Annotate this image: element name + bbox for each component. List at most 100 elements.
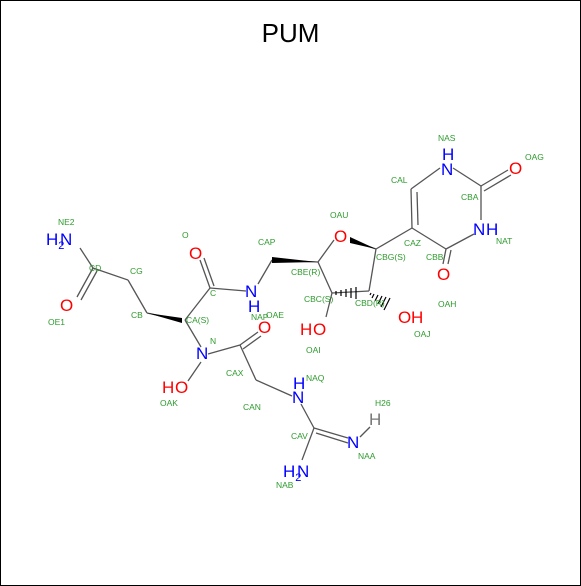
- bond-CD-OE1-double: [80, 270, 98, 301]
- atom-N: N: [196, 344, 208, 363]
- label-CBE: CBE(R): [291, 267, 320, 277]
- label-CBD: CBD(R): [355, 298, 385, 308]
- label-CAV: CAV: [291, 431, 308, 441]
- bond-NAT-CBB: [445, 233, 475, 250]
- bond-NAS-CBA: [452, 167, 482, 187]
- label-CBC: CBC(S): [304, 294, 333, 304]
- atom-NAT: N: [473, 220, 485, 239]
- hash-bond-CBD-OAJ: [369, 292, 391, 311]
- label-CBA: CBA: [461, 192, 479, 202]
- atom-NAP-hydrogen: H: [248, 297, 260, 316]
- atom-NAB-hydrogens: H2: [283, 462, 301, 484]
- label-OAI: OAI: [306, 345, 321, 355]
- bond-NAP-CAP: [257, 259, 273, 285]
- label-OE1: OE1: [48, 317, 65, 327]
- atom-labels-layer: NE2 CD CG OE1 O C CB CA(S) NAP N OAE CAX…: [48, 133, 544, 490]
- bond-CAV-NAB: [301, 427, 315, 461]
- label-N: N: [210, 336, 216, 346]
- bond-C-NAP: [209, 287, 247, 292]
- atom-OAI: O: [313, 320, 326, 339]
- bond-CBB-OAH-double: [447, 249, 452, 265]
- bond-CD-OE1: [76, 267, 94, 298]
- label-CAP: CAP: [258, 237, 276, 247]
- hash-bond-CBC-CBD: [335, 287, 357, 299]
- atom-OAK-hydrogen: H: [162, 378, 174, 397]
- bond-NAA-H26: [359, 426, 371, 438]
- atom-NAQ-hydrogen: H: [293, 374, 305, 393]
- label-CB: CB: [131, 310, 143, 320]
- bond-CA-N: [184, 319, 202, 348]
- label-OAK: OAK: [160, 398, 178, 408]
- bond-CBC-CBE: [317, 261, 333, 294]
- label-OAJ: OAJ: [414, 329, 431, 339]
- atom-NAT-hydrogen: H: [486, 220, 498, 239]
- bond-CA-C: [184, 287, 211, 321]
- label-C: C: [210, 288, 216, 298]
- atom-OE1: O: [60, 296, 73, 315]
- bond-CAZ-CAL: [410, 188, 413, 229]
- bond-CBB-OAH: [442, 248, 447, 265]
- label-CAX: CAX: [226, 368, 244, 378]
- label-NAP: NAP: [251, 312, 269, 322]
- label-OAE: OAE: [266, 310, 284, 320]
- wedge-bond-CBG-OAU: [350, 237, 376, 249]
- bond-CAX-OAE: [239, 331, 259, 346]
- label-CBG: CBG(S): [376, 252, 406, 262]
- molecule-title: PUM: [261, 18, 320, 48]
- atom-NAB: N: [297, 462, 309, 481]
- stereo-bonds-layer: [147, 237, 391, 323]
- bond-CAN-NAQ: [255, 379, 293, 397]
- bond-CBG-CAZ: [375, 227, 413, 250]
- label-NAQ: NAQ: [306, 373, 325, 383]
- bond-CG-CB: [127, 279, 148, 314]
- bond-CBA-OAG: [480, 169, 509, 187]
- label-NAB: NAB: [276, 480, 294, 490]
- wedge-bond-CA-CB: [147, 313, 182, 323]
- bond-CAV-NAA-double: [315, 432, 349, 444]
- hydrogen-count-subscript: 2: [58, 240, 64, 252]
- element-symbols-layer: N H2 O O N H N O H O O O H O H N H O N H…: [46, 145, 522, 484]
- label-CAZ: CAZ: [404, 238, 421, 248]
- label-NAA: NAA: [358, 451, 376, 461]
- bond-CD-CG: [92, 267, 129, 281]
- label-NE2: NE2: [58, 217, 75, 227]
- label-CA: CA(S): [186, 315, 209, 325]
- bond-CAZ-CAL-double: [416, 191, 419, 226]
- atom-OAJ-hydrogen: H: [411, 308, 423, 327]
- bond-C-O-double: [203, 257, 215, 287]
- bond-CBB-CAZ: [411, 227, 447, 250]
- hydrogen-count-subscript: 2: [295, 472, 301, 484]
- atom-OAG: O: [509, 159, 522, 178]
- atom-OAH: O: [437, 265, 450, 284]
- bond-NE2-CD: [79, 247, 94, 269]
- atom-NAQ: N: [292, 388, 304, 407]
- atom-OAK: O: [175, 378, 188, 397]
- label-NAS: NAS: [438, 133, 456, 143]
- bond-N-CAX: [207, 344, 241, 355]
- bond-CBG-CBD: [368, 248, 377, 292]
- atom-NAA: N: [347, 433, 359, 452]
- atom-H26: H: [369, 410, 381, 429]
- bond-CAX-OAE-double: [242, 335, 262, 350]
- atom-NAS: N: [441, 160, 453, 179]
- atom-OAI-hydrogen: H: [300, 320, 312, 339]
- atom-OAJ: O: [398, 308, 411, 327]
- label-CAL: CAL: [391, 175, 408, 185]
- bond-CAL-NAS: [410, 167, 441, 190]
- wedge-bond-CBE-CAP: [272, 257, 317, 263]
- atom-OAU: O: [334, 227, 347, 246]
- atom-OAE: O: [258, 318, 271, 337]
- atom-NE2-hydrogens: H2: [46, 230, 64, 252]
- label-CG: CG: [130, 266, 143, 276]
- atom-NAS-hydrogen: H: [442, 145, 454, 164]
- bond-CBE-OAU: [317, 239, 335, 263]
- bond-C-O: [199, 259, 211, 289]
- label-OAU: OAU: [330, 210, 348, 220]
- label-O: O: [182, 230, 189, 240]
- atom-O: O: [189, 244, 202, 263]
- label-CBB: CBB: [426, 252, 444, 262]
- bond-CBA-OAG-double: [483, 174, 512, 192]
- label-CAN: CAN: [243, 402, 261, 412]
